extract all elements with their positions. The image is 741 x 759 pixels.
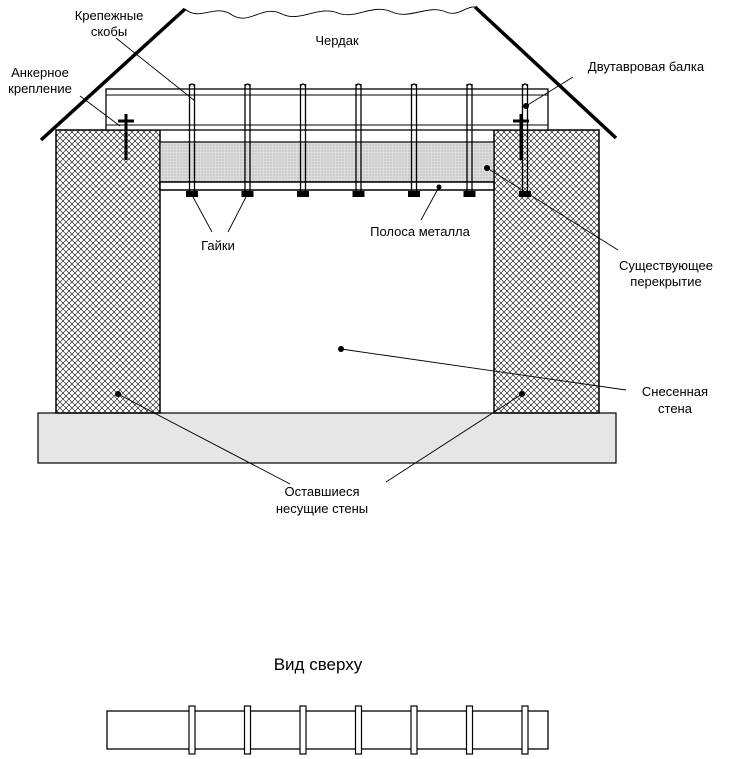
bracket bbox=[188, 83, 196, 196]
roof-break-line bbox=[184, 6, 476, 19]
i-beam-body bbox=[105, 88, 549, 131]
roof-left-slope bbox=[39, 7, 187, 142]
label-existing-slab-2: перекрытие bbox=[630, 274, 701, 289]
top-view-bracket bbox=[299, 705, 307, 755]
leader-brackets bbox=[115, 37, 196, 102]
top-view-bracket bbox=[188, 705, 196, 755]
bracket bbox=[299, 83, 307, 196]
label-remaining-walls-1: Оставшиеся bbox=[284, 484, 359, 499]
i-beam bbox=[105, 88, 549, 131]
bracket bbox=[466, 83, 473, 196]
top-view bbox=[106, 705, 549, 755]
bracket bbox=[355, 83, 362, 196]
label-ibeam: Двутавровая балка bbox=[588, 59, 705, 74]
label-nuts: Гайки bbox=[201, 238, 235, 253]
leader-nuts-1 bbox=[192, 196, 213, 233]
leader-demolished bbox=[340, 348, 627, 391]
nut bbox=[352, 191, 365, 197]
existing-slab bbox=[159, 141, 495, 183]
left-anchor-bolt bbox=[118, 114, 134, 160]
label-anchor-1: Анкерное bbox=[11, 65, 69, 80]
right-bearing-wall bbox=[493, 129, 600, 414]
leader-ibeam bbox=[525, 76, 574, 107]
nut bbox=[297, 191, 309, 197]
top-view-bracket bbox=[465, 705, 474, 755]
top-view-bracket bbox=[521, 705, 529, 755]
nut bbox=[408, 191, 420, 197]
right-anchor-bolt bbox=[513, 114, 529, 160]
leader-strip bbox=[420, 186, 440, 221]
metal-strip bbox=[159, 181, 495, 191]
foundation bbox=[37, 412, 617, 464]
nut bbox=[463, 191, 476, 197]
left-bearing-wall bbox=[55, 129, 161, 414]
label-remaining-walls-2: несущие стены bbox=[276, 501, 368, 516]
top-view-brackets bbox=[188, 705, 529, 755]
roof-right-slope bbox=[473, 5, 618, 140]
label-demolished-wall-1: Снесенная bbox=[642, 384, 708, 399]
leader-anchor bbox=[79, 95, 121, 127]
bracket bbox=[244, 83, 251, 196]
nut bbox=[186, 191, 198, 197]
label-brackets-1: Крепежные bbox=[75, 8, 144, 23]
label-demolished-wall-2: стена bbox=[658, 401, 693, 416]
nut bbox=[519, 191, 531, 197]
label-existing-slab-1: Существующее bbox=[619, 258, 713, 273]
bracket bbox=[521, 83, 529, 196]
top-view-bracket bbox=[410, 705, 418, 755]
leader-remaining-left bbox=[117, 393, 291, 485]
top-view-bracket bbox=[243, 705, 252, 755]
leader-lines bbox=[79, 37, 627, 485]
bracket bbox=[410, 83, 418, 196]
leader-dots bbox=[115, 103, 529, 397]
brackets-group bbox=[186, 83, 531, 197]
label-attic: Чердак bbox=[315, 33, 359, 48]
nut bbox=[241, 191, 254, 197]
label-metal-strip: Полоса металла bbox=[370, 224, 471, 239]
roof bbox=[39, 5, 618, 142]
top-view-bracket bbox=[354, 705, 363, 755]
label-brackets-2: скобы bbox=[91, 24, 127, 39]
top-view-beam bbox=[106, 710, 549, 750]
label-anchor-2: крепление bbox=[8, 81, 72, 96]
leader-remaining-right bbox=[385, 393, 523, 483]
label-top-view: Вид сверху bbox=[274, 655, 363, 674]
leader-slab bbox=[486, 167, 619, 251]
leader-nuts-2 bbox=[227, 196, 247, 233]
labels: Чердак Крепежные скобы Анкерное креплени… bbox=[8, 8, 713, 674]
